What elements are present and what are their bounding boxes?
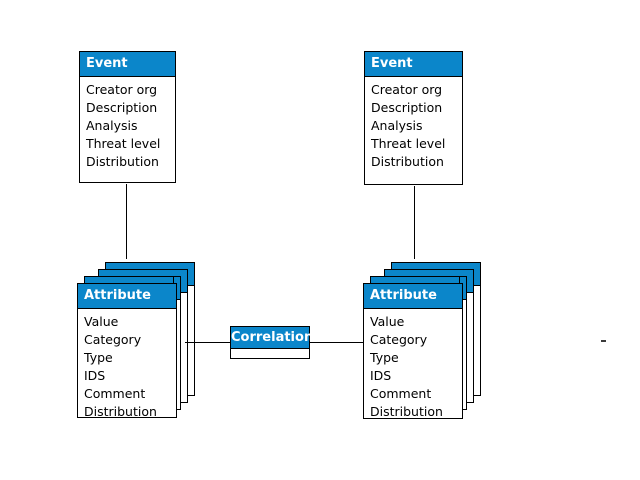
event-left-field: Creator org xyxy=(86,82,158,97)
stray-mark xyxy=(601,340,606,342)
event-right-fields: Creator org Description Analysis Threat … xyxy=(365,77,462,175)
event-left-field: Threat level xyxy=(86,136,161,151)
event-left-node[interactable]: Event Creator org Description Analysis T… xyxy=(79,51,176,183)
connector-event-left-to-attribute-left xyxy=(126,184,127,259)
correlation-body xyxy=(231,349,309,358)
attribute-left-field: Type xyxy=(84,350,113,365)
attribute-left-field: Category xyxy=(84,332,142,347)
event-left-fields: Creator org Description Analysis Threat … xyxy=(80,77,175,175)
event-right-field: Distribution xyxy=(371,154,444,169)
attribute-left-stack[interactable]: Attribute Value Category Type IDS Commen… xyxy=(77,262,195,420)
attribute-left-fields: Value Category Type IDS Comment Distribu… xyxy=(78,309,176,425)
event-right-node[interactable]: Event Creator org Description Analysis T… xyxy=(364,51,463,185)
connector-attribute-left-to-correlation xyxy=(185,342,230,343)
event-left-field: Description xyxy=(86,100,158,115)
attribute-left-title: Attribute xyxy=(78,284,176,309)
attribute-left-field: Comment xyxy=(84,386,146,401)
attribute-right-field: Distribution xyxy=(370,404,443,419)
event-left-field: Analysis xyxy=(86,118,138,133)
attribute-left-field: Distribution xyxy=(84,404,157,419)
attribute-right-field: IDS xyxy=(370,368,392,383)
event-right-field: Analysis xyxy=(371,118,423,133)
attribute-right-field: Value xyxy=(370,314,405,329)
event-right-field: Creator org xyxy=(371,82,443,97)
connector-correlation-to-attribute-right xyxy=(310,342,363,343)
attribute-left-field: Value xyxy=(84,314,119,329)
attribute-right-title: Attribute xyxy=(364,284,462,309)
correlation-title: Correlation xyxy=(231,327,313,349)
attribute-right-node[interactable]: Attribute Value Category Type IDS Commen… xyxy=(363,283,463,419)
event-right-field: Description xyxy=(371,100,443,115)
event-right-title: Event xyxy=(365,52,462,77)
event-left-title: Event xyxy=(80,52,175,77)
attribute-right-field: Category xyxy=(370,332,428,347)
event-left-field: Distribution xyxy=(86,154,159,169)
attribute-left-node[interactable]: Attribute Value Category Type IDS Commen… xyxy=(77,283,177,419)
attribute-right-field: Comment xyxy=(370,386,432,401)
correlation-node[interactable]: Correlation xyxy=(230,326,313,359)
attribute-right-stack[interactable]: Attribute Value Category Type IDS Commen… xyxy=(363,262,481,420)
attribute-right-field: Type xyxy=(370,350,399,365)
event-right-field: Threat level xyxy=(371,136,446,151)
attribute-right-fields: Value Category Type IDS Comment Distribu… xyxy=(364,309,462,425)
attribute-left-field: IDS xyxy=(84,368,106,383)
connector-event-right-to-attribute-right xyxy=(414,186,415,259)
